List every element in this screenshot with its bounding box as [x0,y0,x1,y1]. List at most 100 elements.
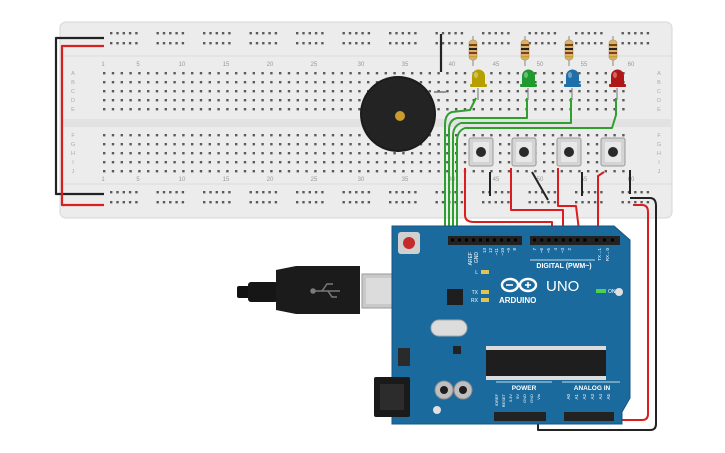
breadboard-hole [587,152,590,155]
breadboard-hole [173,81,176,84]
breadboard-hole [208,72,211,75]
breadboard-hole [305,81,308,84]
breadboard-hole [191,152,194,155]
breadboard-hole [587,143,590,146]
push-button[interactable] [556,137,582,167]
breadboard-hole [367,72,370,75]
breadboard-row-letters: A B C D E F G H I J A B C D E F G H I J [71,71,661,175]
breadboard-hole [262,191,265,194]
breadboard-hole [199,161,203,164]
header-hole [465,238,468,242]
breadboard-hole [203,42,206,45]
breadboard-hole [534,32,538,35]
breadboard-hole [490,90,493,93]
breadboard-hole [463,108,467,111]
breadboard-hole [446,170,449,173]
breadboard-hole [120,161,123,164]
breadboard-hole [340,134,343,137]
breadboard-hole [173,143,176,146]
breadboard-hole [208,143,211,146]
breadboard-hole [116,201,119,204]
breadboard-hole [587,32,590,35]
breadboard-hole [401,32,404,35]
breadboard-hole [622,72,625,75]
row-letter: A [71,71,75,77]
breadboard-hole [613,90,616,93]
breadboard-hole [279,152,282,155]
push-button[interactable] [511,137,537,167]
breadboard-hole [627,42,631,45]
breadboard-hole [482,201,485,204]
pin-label: RX←0 [605,248,610,262]
breadboard-hole [494,201,497,204]
breadboard-hole [622,90,625,93]
resistors [468,36,618,66]
column-number: 60 [628,62,635,68]
breadboard-hole [302,191,305,194]
arduino-logo-icon [500,277,538,293]
header-hole [603,238,606,242]
breadboard-hole [111,170,115,173]
breadboard-hole [331,90,335,93]
breadboard-hole [208,152,211,155]
push-button[interactable] [600,137,626,167]
breadboard-hole [164,161,167,164]
breadboard-hole [419,81,423,84]
breadboard-hole [110,42,113,45]
breadboard-hole [534,42,538,45]
breadboard-hole [534,81,537,84]
breadboard-hole [215,42,218,45]
breadboard-hole [321,201,324,204]
breadboard-hole [138,99,141,102]
breadboard-hole [463,99,467,102]
breadboard-hole [407,32,411,35]
column-number: 50 [537,62,544,68]
breadboard-hole [135,42,138,45]
breadboard-hole [228,42,231,45]
row-letter: D [657,98,661,104]
column-number: 55 [581,62,588,68]
column-number: 15 [223,62,230,68]
breadboard-hole [235,152,238,155]
row-letter: E [71,107,75,113]
breadboard-hole [587,191,590,194]
pin-label: A0 [566,394,571,400]
breadboard-hole [622,108,625,111]
breadboard-hole [437,143,440,146]
breadboard-hole [314,72,317,75]
breadboard-hole [268,42,271,45]
breadboard-hole [454,42,457,45]
pin-label: ~10 [500,248,505,256]
breadboard-hole [252,99,255,102]
breadboard-hole [551,161,555,164]
breadboard-hole [296,170,299,173]
breadboard-hole [279,134,282,137]
wire-green-yellow-led [444,97,477,245]
breadboard-hole [182,90,185,93]
l-label: L [475,270,478,276]
breadboard-hole [587,90,590,93]
breadboard-hole [543,143,546,146]
breadboard-hole [414,201,417,204]
breadboard-hole [296,32,299,35]
breadboard-hole [621,42,624,45]
breadboard-hole [268,201,271,204]
breadboard-hole [164,72,167,75]
breadboard-hole [437,90,440,93]
breadboard-hole [604,99,607,102]
breadboard-hole [482,42,485,45]
breadboard-hole [441,32,445,35]
column-number: 55 [581,177,588,183]
push-button[interactable] [468,137,494,167]
pin-label: TX→1 [597,248,602,261]
breadboard-hole [261,152,264,155]
breadboard-hole [375,72,379,75]
breadboard-hole [446,134,449,137]
breadboard-holes [103,32,650,204]
breadboard-hole [199,170,203,173]
breadboard-hole [595,170,599,173]
breadboard-hole [208,170,211,173]
breadboard-hole [516,99,519,102]
breadboard-hole [111,152,115,155]
breadboard-hole [173,90,176,93]
